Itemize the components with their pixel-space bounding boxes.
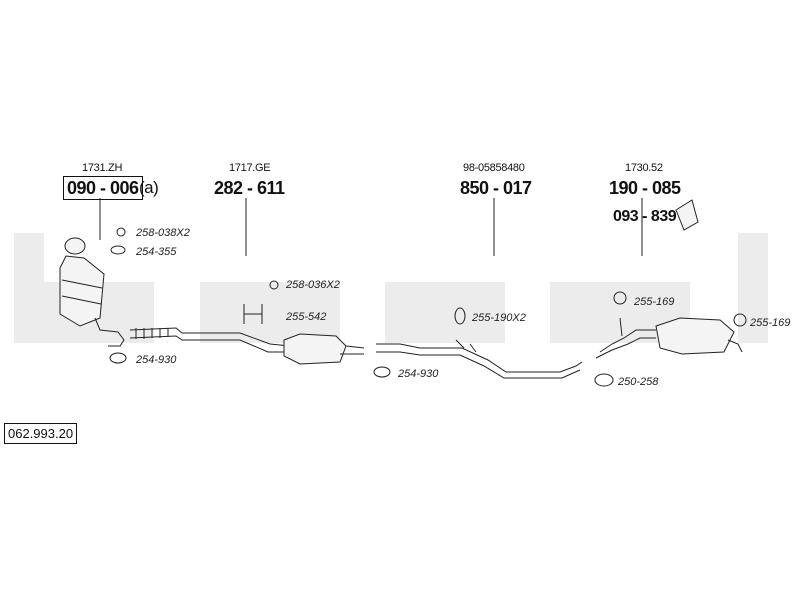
- part-number: 190 - 085: [609, 178, 681, 198]
- drawing-code: 062.993.20: [4, 423, 78, 444]
- callout-label: 254-930: [398, 368, 439, 380]
- callout-label: 254-930: [136, 354, 177, 366]
- ref-number: 1731.ZH: [82, 162, 123, 174]
- clamp-icons: [109, 199, 747, 387]
- front-pipe: [129, 327, 291, 353]
- callout-label: 255-169: [750, 317, 791, 329]
- callout-label: 255-190X2: [472, 312, 526, 324]
- part-number-extra: 093 - 839: [613, 208, 677, 225]
- ref-number: 1730.52: [625, 162, 663, 174]
- part-number: 282 - 611: [214, 178, 285, 198]
- intermediate-pipe: [376, 339, 583, 379]
- part-number: 090 - 006: [63, 176, 143, 200]
- part-number: 850 - 017: [460, 178, 532, 198]
- rear-silencer: [595, 317, 743, 359]
- callout-label: 258-038X2: [136, 227, 190, 239]
- ref-number: 1717.GE: [229, 162, 271, 174]
- catalytic-converter: [59, 237, 125, 347]
- centre-silencer: [283, 333, 365, 365]
- callout-label: 255-542: [286, 311, 327, 323]
- ref-number: 98-05858480: [463, 162, 525, 174]
- callout-label: 254-355: [136, 246, 177, 258]
- callout-label: 255-169: [634, 296, 675, 308]
- part-suffix: (a): [139, 178, 159, 197]
- callout-label: 250-258: [618, 376, 659, 388]
- callout-label: 258-036X2: [286, 279, 340, 291]
